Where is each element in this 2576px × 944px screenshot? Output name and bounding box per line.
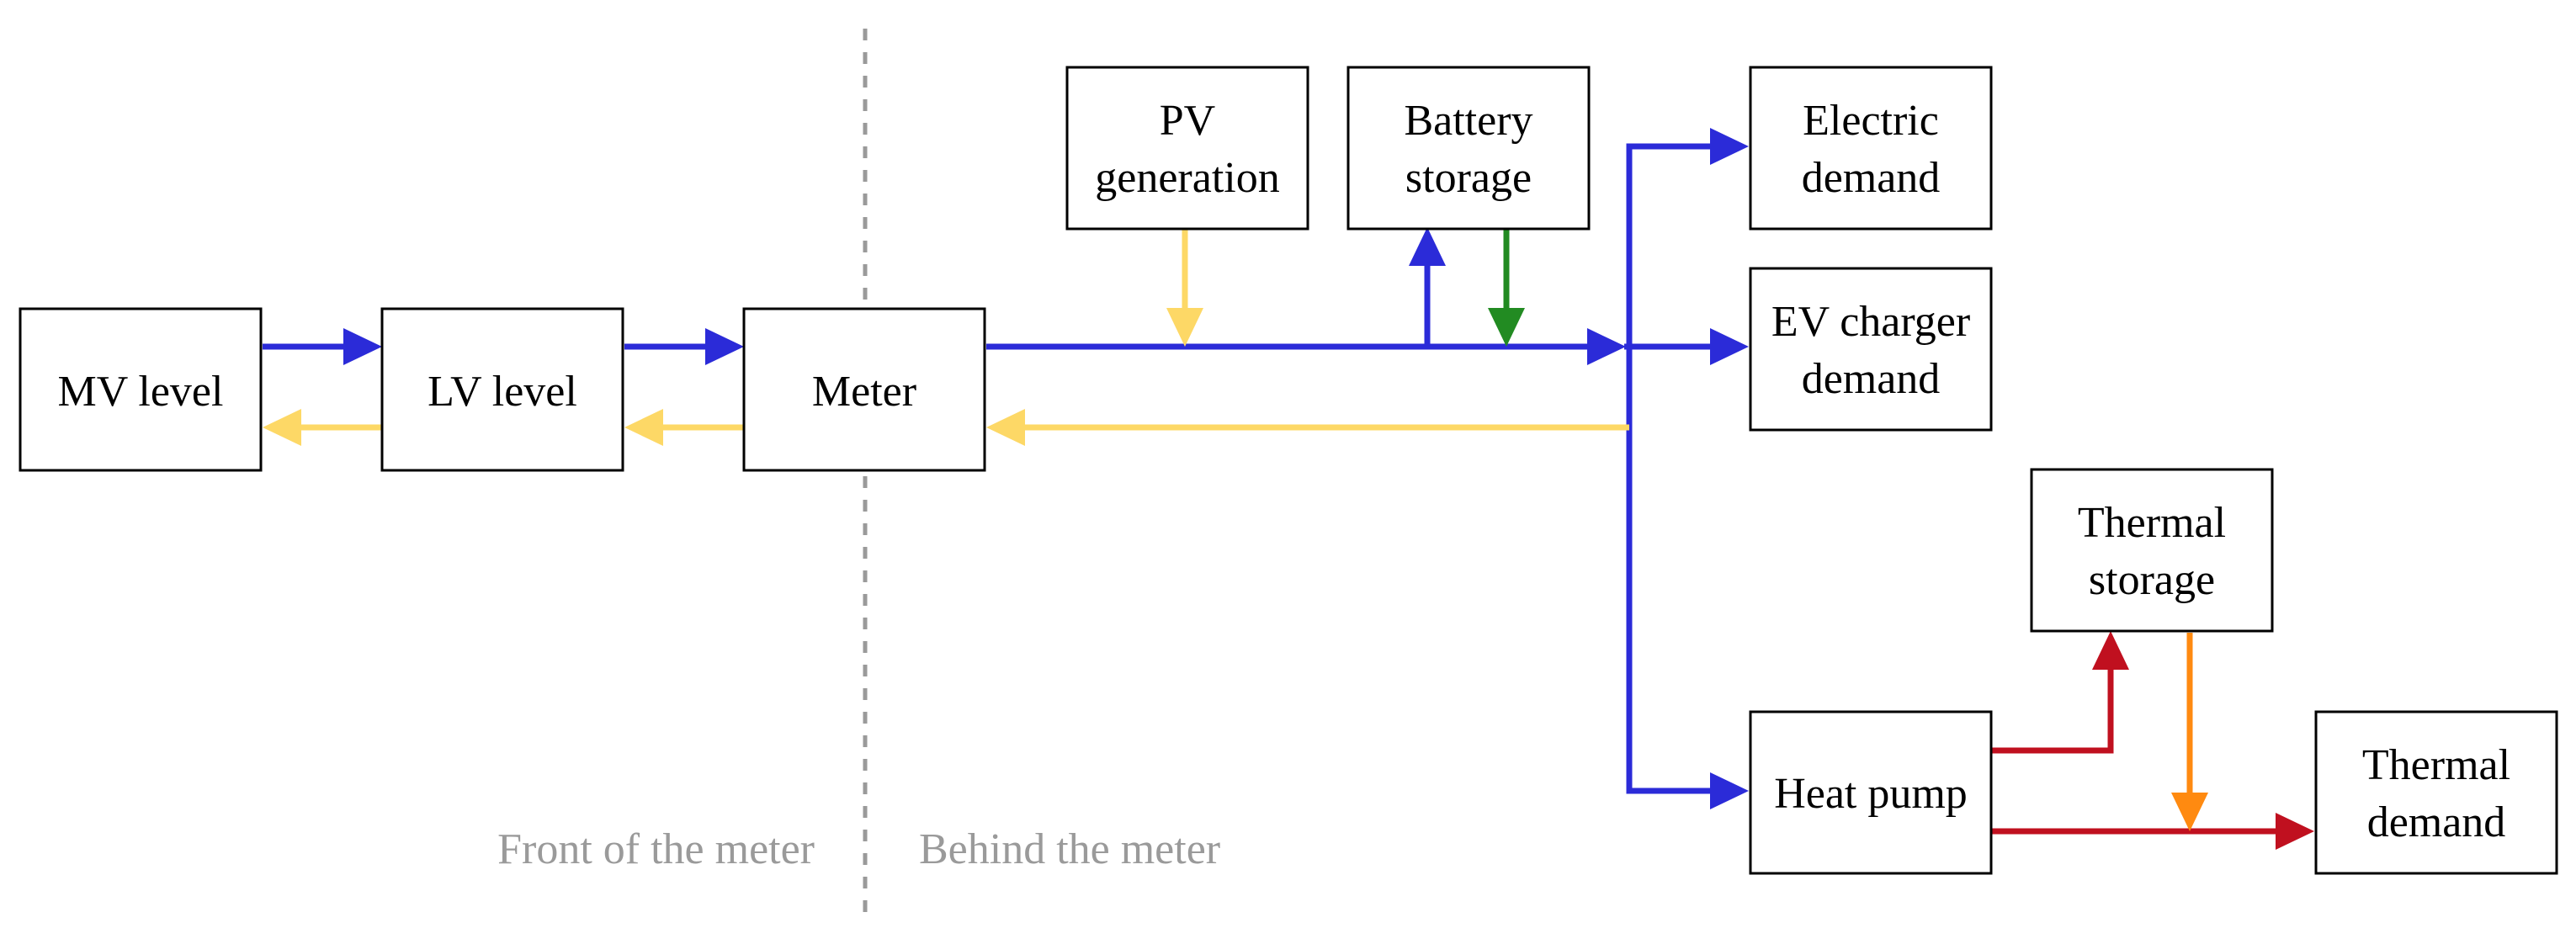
thermal-demand-label-line-2: demand [2367,798,2506,846]
mv-to-lv-import-arrowhead [343,328,382,365]
node-battery-storage: Battery storage [1346,66,1591,231]
battery-label-line-2: storage [1405,154,1532,202]
heat-pump-to-thermal-demand-arrowhead [2276,813,2314,850]
bus-to-heat-pump-arrowhead [1710,772,1749,809]
bus-to-meter-export-arrowhead [986,409,1025,446]
pv-label-line-1: PV [1160,97,1215,145]
ev-demand-label-line-1: EV charger [1771,298,1970,346]
pv-export-flows [263,229,1629,446]
node-mv-level: MV level [19,307,263,472]
meter-to-lv-export-arrowhead [624,409,663,446]
meter-label: Meter [812,368,916,416]
lv-level-label: LV level [428,368,577,416]
node-lv-level: LV level [380,307,624,472]
bus-to-heat-pump-line [1626,788,1713,794]
grid-import-flows [263,128,1749,809]
node-thermal-demand: Thermal demand [2314,710,2558,875]
pv-to-bus-arrowhead [1166,308,1203,347]
node-meter: Meter [742,307,986,472]
battery-to-bus-arrowhead [1488,308,1525,347]
front-of-meter-label: Front of the meter [497,825,815,873]
electric-demand-label-line-1: Electric [1803,97,1939,145]
thermal-demand-label-line-1: Thermal [2362,741,2510,789]
bus-to-electric-demand-arrowhead [1710,128,1749,165]
bus-to-electric-demand-line [1626,143,1713,791]
electric-demand-label-line-2: demand [1802,154,1941,202]
lv-to-meter-import-arrowhead [705,328,744,365]
battery-label-line-1: Battery [1404,97,1532,145]
battery-discharge-flow [1488,229,1525,347]
meter-to-bus-import-arrowhead [1587,328,1626,365]
thermal-storage-to-demand-arrowhead [2171,793,2208,831]
heat-pump-to-thermal-storage-arrowhead [2092,631,2129,670]
node-ev-charger-demand: EV charger demand [1749,267,1993,432]
heat-pump-label: Heat pump [1774,770,1968,818]
node-thermal-storage: Thermal storage [2030,468,2274,633]
bus-to-battery-charge-arrowhead [1409,227,1446,266]
mv-level-label: MV level [58,368,224,416]
pv-label-line-2: generation [1095,154,1279,202]
thermal-storage-label-line-1: Thermal [2078,499,2226,547]
node-pv-generation: PV generation [1065,66,1309,231]
bus-to-ev-demand-arrowhead [1710,328,1749,365]
node-heat-pump: Heat pump [1749,710,1993,875]
thermal-storage-discharge-flow [2171,633,2208,831]
lv-to-mv-export-arrowhead [263,409,301,446]
thermal-storage-label-line-2: storage [2089,556,2215,604]
ev-demand-label-line-2: demand [1802,355,1941,403]
heat-flows [1991,631,2314,850]
node-electric-demand: Electric demand [1749,66,1993,231]
behind-meter-label: Behind the meter [919,825,1220,873]
heat-pump-to-thermal-storage-line [1991,666,2114,754]
